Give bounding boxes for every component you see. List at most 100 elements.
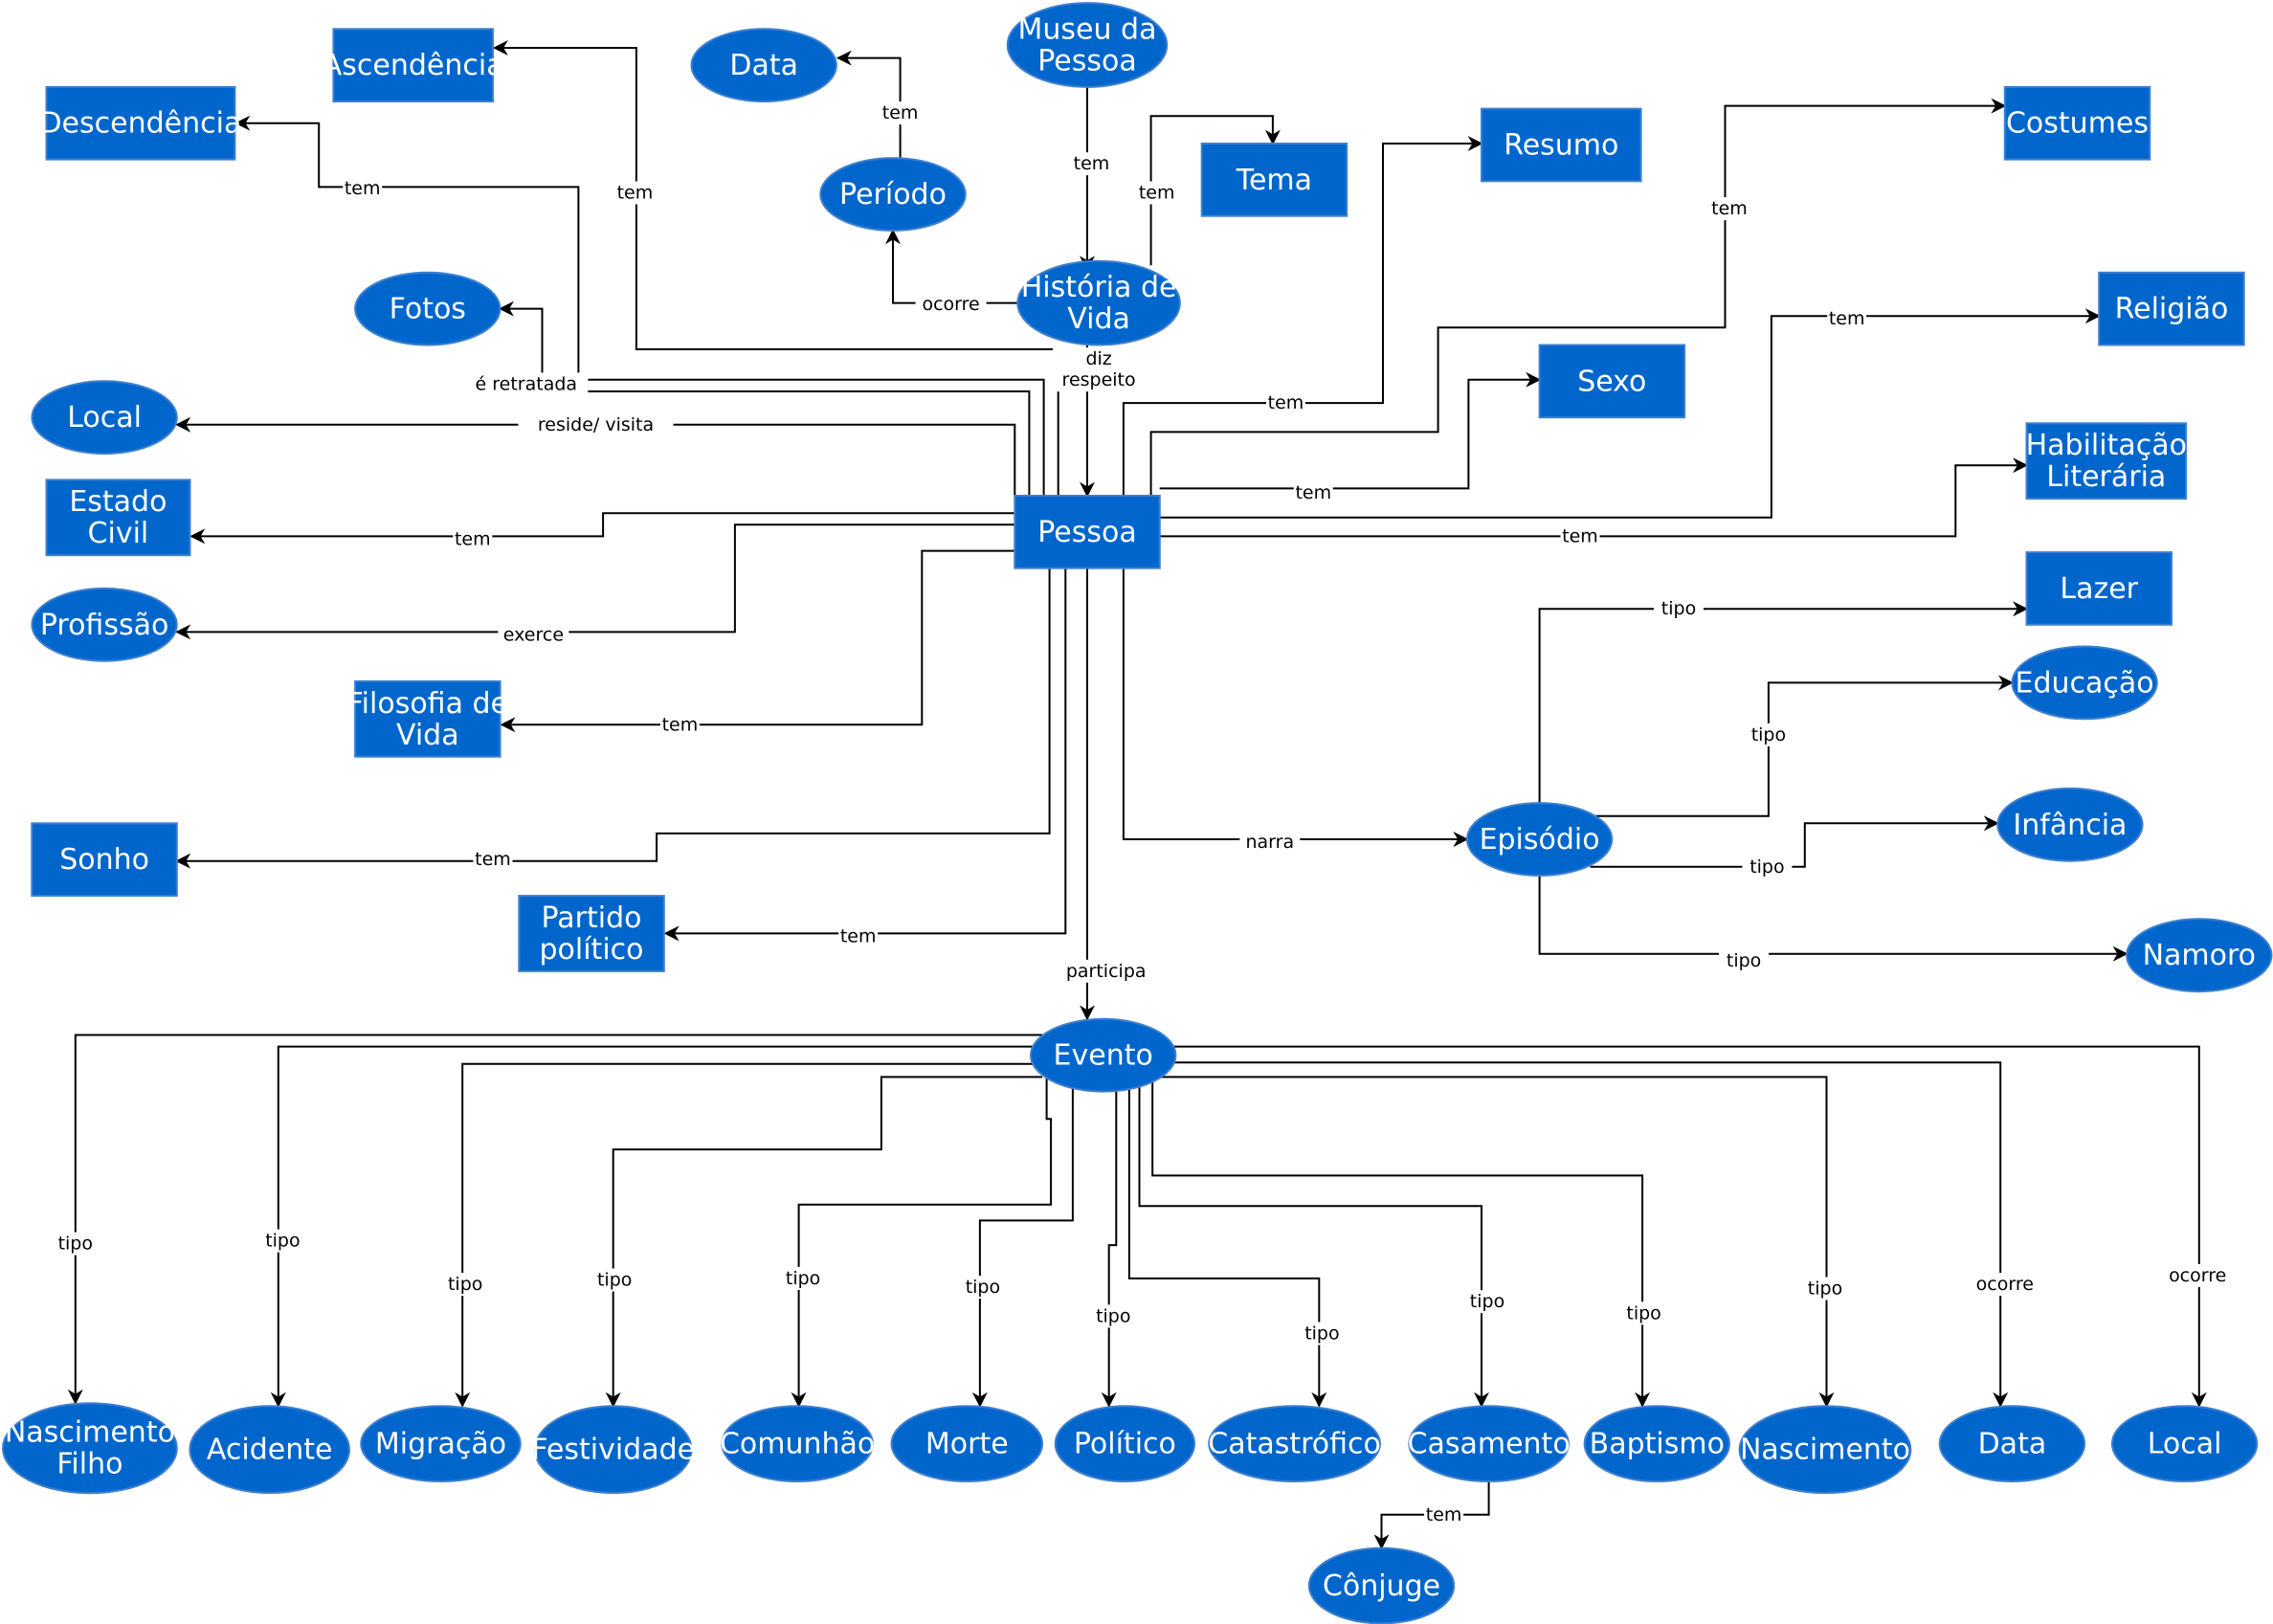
edge-label-bg [1719,949,1770,973]
node-historia-ellipse [1016,259,1181,346]
node-comunhao: Comunhão [720,1405,875,1482]
edge-label-bg [1827,307,1867,331]
node-baptismo-label: Baptismo [1590,1427,1725,1460]
edge-evento-to-local_bottom [1173,1045,2207,1408]
edge-label-pessoa-to-episodio: narra [1239,831,1301,854]
edge-evento-to-comunhao [791,1077,1053,1408]
edge-label-pessoa-to-partido: tem [838,924,879,948]
edge-label-bg [343,176,383,200]
node-tema: Tema [1200,143,1348,217]
edge-label-text: tipo [1096,1305,1130,1326]
edge-pessoa-to-descendencia [234,115,1045,496]
edge-label-evento-to-catastrofico: tipo [1297,1322,1348,1346]
node-estado_civil-box [45,478,191,557]
node-resumo: Resumo [1481,107,1642,183]
node-politico-label: Político [1074,1427,1176,1460]
node-pessoa-box [1014,495,1161,569]
node-sonho-label: Sonho [59,843,149,877]
edge-label-evento-to-politico: tipo [1088,1304,1139,1328]
edge-label-bg [498,623,569,647]
edge-label-bg [1053,347,1146,392]
edge-evento-to-baptismo [1151,1078,1651,1408]
node-catastrofico-label: Catastrófico [1208,1427,1381,1460]
node-periodo: Período [819,157,967,232]
edge-periodo-to-data_top [836,50,902,159]
node-ascendencia-label: Ascendência [323,49,504,82]
edge-pessoa-to-episodio [1122,567,1469,847]
edge-label-bg [1709,197,1749,221]
edge-label-pessoa-to-estado_civil: tem [453,527,493,551]
edge-label-bg [453,527,493,551]
edge-label-evento-to-morte: tipo [957,1276,1008,1299]
edge-label-evento-to-casamento: tipo [1462,1290,1512,1314]
edge-label-text: ocorre [1976,1274,2034,1295]
edge-label-text: tem [840,926,877,947]
edge-evento-to-casamento [1138,1082,1489,1408]
edge-label-pessoa-to-filosofia: tem [659,713,700,737]
node-catastrofico-ellipse [1208,1405,1381,1482]
edge-label-bg [880,101,921,125]
node-lazer-label: Lazer [2060,572,2138,606]
node-comunhao-label: Comunhão [720,1427,875,1460]
node-comunhao-ellipse [721,1405,874,1482]
node-costumes-box [2003,85,2151,161]
node-nascimento: Nascimento [1738,1405,1912,1495]
edge-label-text: tem [475,849,511,870]
edge-label-periodo-to-data_top: tem [880,101,921,125]
edge-label-casamento-to-conjuge: tem [1424,1502,1464,1526]
edge-label-text: participa [1066,961,1147,982]
edge-label-evento-to-nasc_filho: tipo [50,1232,100,1256]
edge-label-episodio-to-namoro: tipo [1719,949,1770,973]
node-religiao: Religião [2098,271,2245,346]
node-data_top-ellipse [690,28,837,103]
edge-pessoa-to-resumo [1122,136,1483,496]
node-casamento-label: Casamento [1408,1427,1571,1460]
node-migracao-label: Migração [375,1427,506,1460]
node-acidente-ellipse [189,1405,351,1495]
node-nascimento-ellipse [1738,1405,1912,1495]
edge-pessoa-to-estado_civil [189,512,1015,545]
node-sexo: Sexo [1538,344,1686,419]
node-habilitacao-box [2025,422,2188,501]
node-data_bottom: Data [1938,1405,2086,1482]
edge-label-text: tem [1268,392,1304,413]
node-fotos-label: Fotos [390,292,466,325]
edge-label-episodio-to-infancia: tipo [1742,855,1793,879]
edge-label-text: tem [882,102,919,123]
edge-label-bg [1618,1301,1669,1325]
edge-label-bg [838,924,879,948]
node-politico-ellipse [1054,1405,1196,1482]
edge-label-episodio-to-lazer: tipo [1654,597,1704,621]
node-local_bottom-ellipse [2110,1405,2259,1482]
node-migracao: Migração [360,1405,522,1482]
node-costumes: Costumes [2003,85,2151,161]
node-data_bottom-ellipse [1938,1405,2086,1482]
edge-label-pessoa-to-religiao: tem [1827,307,1867,331]
edge-label-text: reside/ visita [538,414,654,435]
edge-label-text: tem [1562,525,1598,546]
edge-label-text: tipo [1304,1324,1339,1345]
edge-label-text: tipo [786,1268,820,1289]
node-festividade-label: Festividade [531,1433,695,1466]
node-migracao-ellipse [360,1405,522,1482]
edge-label-bg [1266,391,1305,415]
edge-pessoa-to-profissao [175,523,1015,640]
edge-label-bg [50,1232,100,1256]
node-periodo-ellipse [819,157,967,232]
edge-pessoa-to-costumes [1149,98,2007,496]
edge-label-evento-to-local_bottom: ocorre [2162,1263,2234,1287]
edge-label-bg [257,1229,308,1253]
edge-pessoa-to-partido [663,567,1067,942]
edge-label-text: tipo [1751,724,1786,745]
edge-label-pessoa-to-fotos: é retratada [464,372,589,396]
